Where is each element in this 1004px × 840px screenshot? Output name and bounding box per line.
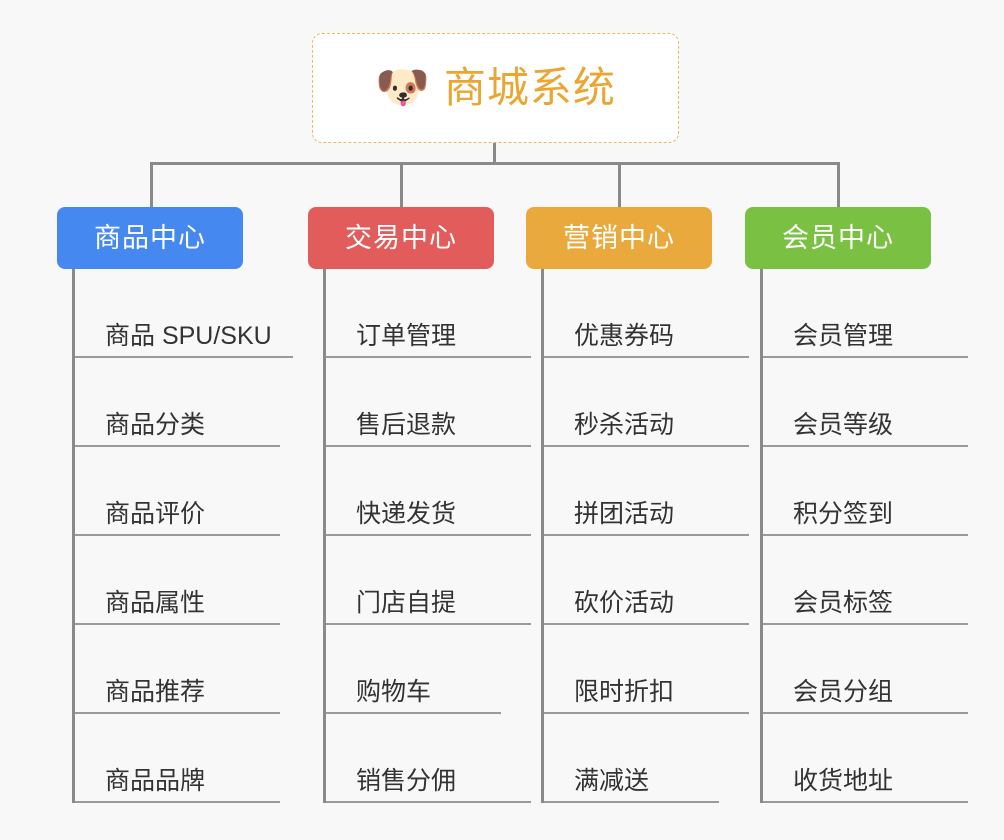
leaf-label: 限时折扣	[574, 677, 675, 706]
leaf-list-product-center: 商品 SPU/SKU 商品分类 商品评价 商品属性 商品推荐 商品品牌	[72, 269, 293, 803]
leaf-item[interactable]: 销售分佣	[326, 714, 531, 803]
leaf-label: 购物车	[356, 677, 432, 706]
leaf-item[interactable]: 限时折扣	[544, 625, 749, 714]
category-label: 营销中心	[563, 222, 675, 253]
branch-member-center: 会员中心 会员管理 会员等级 积分签到 会员标签 会员分组 收货地址	[745, 207, 968, 803]
category-header-member-center[interactable]: 会员中心	[745, 207, 931, 269]
connector-root-stem	[493, 143, 496, 164]
leaf-item[interactable]: 会员分组	[763, 625, 968, 714]
branch-marketing-center: 营销中心 优惠券码 秒杀活动 拼团活动 砍价活动 限时折扣 满减送	[526, 207, 749, 803]
leaf-list-trade-center: 订单管理 售后退款 快递发货 门店自提 购物车 销售分佣	[323, 269, 531, 803]
connector-horizontal-bus	[150, 162, 840, 165]
leaf-item[interactable]: 商品品牌	[75, 714, 280, 803]
leaf-label: 优惠券码	[574, 321, 675, 350]
leaf-item[interactable]: 会员等级	[763, 358, 968, 447]
connector-drop-2	[400, 162, 403, 207]
leaf-label: 会员等级	[793, 410, 894, 439]
branch-trade-center: 交易中心 订单管理 售后退款 快递发货 门店自提 购物车 销售分佣	[308, 207, 531, 803]
leaf-item[interactable]: 积分签到	[763, 447, 968, 536]
connector-drop-3	[618, 162, 621, 207]
category-header-trade-center[interactable]: 交易中心	[308, 207, 494, 269]
leaf-label: 满减送	[574, 766, 650, 795]
leaf-label: 积分签到	[793, 499, 894, 528]
category-label: 商品中心	[94, 222, 206, 253]
shiba-dog-face-icon: 🐶	[375, 63, 430, 112]
leaf-item[interactable]: 会员标签	[763, 536, 968, 625]
leaf-label: 商品 SPU/SKU	[105, 321, 272, 350]
category-header-marketing-center[interactable]: 营销中心	[526, 207, 712, 269]
category-header-product-center[interactable]: 商品中心	[57, 207, 243, 269]
leaf-label: 商品属性	[105, 588, 206, 617]
leaf-label: 会员分组	[793, 677, 894, 706]
leaf-label: 商品推荐	[105, 677, 206, 706]
leaf-item[interactable]: 商品推荐	[75, 625, 280, 714]
leaf-item[interactable]: 商品属性	[75, 536, 280, 625]
leaf-list-marketing-center: 优惠券码 秒杀活动 拼团活动 砍价活动 限时折扣 满减送	[541, 269, 749, 803]
leaf-label: 商品品牌	[105, 766, 206, 795]
leaf-item[interactable]: 会员管理	[763, 269, 968, 358]
leaf-label: 砍价活动	[574, 588, 675, 617]
leaf-item[interactable]: 门店自提	[326, 536, 531, 625]
leaf-item[interactable]: 商品评价	[75, 447, 280, 536]
leaf-item[interactable]: 购物车	[326, 625, 501, 714]
leaf-label: 秒杀活动	[574, 410, 675, 439]
leaf-item[interactable]: 订单管理	[326, 269, 531, 358]
leaf-item[interactable]: 砍价活动	[544, 536, 749, 625]
leaf-item[interactable]: 拼团活动	[544, 447, 749, 536]
leaf-item[interactable]: 商品 SPU/SKU	[75, 269, 293, 358]
leaf-label: 商品评价	[105, 499, 206, 528]
category-label: 会员中心	[782, 222, 894, 253]
leaf-label: 收货地址	[793, 766, 894, 795]
leaf-label: 会员标签	[793, 588, 894, 617]
leaf-label: 订单管理	[356, 321, 457, 350]
leaf-label: 商品分类	[105, 410, 206, 439]
leaf-label: 会员管理	[793, 321, 894, 350]
leaf-label: 快递发货	[356, 499, 457, 528]
category-label: 交易中心	[345, 222, 457, 253]
leaf-item[interactable]: 收货地址	[763, 714, 968, 803]
leaf-label: 门店自提	[356, 588, 457, 617]
branch-product-center: 商品中心 商品 SPU/SKU 商品分类 商品评价 商品属性 商品推荐 商品品牌	[57, 207, 293, 803]
leaf-item[interactable]: 优惠券码	[544, 269, 749, 358]
connector-drop-1	[150, 162, 153, 207]
leaf-item[interactable]: 秒杀活动	[544, 358, 749, 447]
leaf-item[interactable]: 满减送	[544, 714, 719, 803]
leaf-label: 拼团活动	[574, 499, 675, 528]
leaf-label: 销售分佣	[356, 766, 457, 795]
leaf-item[interactable]: 商品分类	[75, 358, 280, 447]
connector-drop-4	[837, 162, 840, 207]
root-node[interactable]: 🐶 商城系统	[312, 33, 679, 143]
leaf-label: 售后退款	[356, 410, 457, 439]
leaf-item[interactable]: 售后退款	[326, 358, 531, 447]
leaf-list-member-center: 会员管理 会员等级 积分签到 会员标签 会员分组 收货地址	[760, 269, 968, 803]
root-title: 商城系统	[443, 64, 616, 111]
leaf-item[interactable]: 快递发货	[326, 447, 531, 536]
